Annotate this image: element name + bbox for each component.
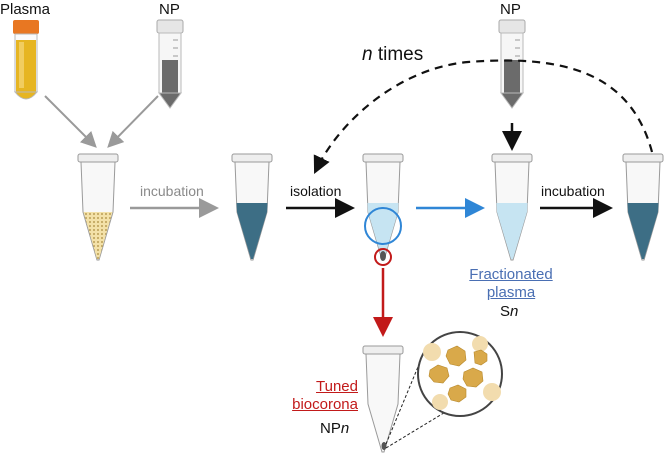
tube-incubated-2 [622,153,664,261]
zoom-line-bottom [385,407,453,449]
fractionated-plasma-label: Fractionated plasma [456,266,566,302]
sn-label: Sn [500,304,518,319]
fractionated-line-2: plasma [486,284,536,301]
n-times-label: n times [362,45,423,64]
tube-fractionated-plasma [491,153,533,261]
fractionated-line-1: Fractionated [469,266,553,283]
tuned-line-2: biocorona [292,396,358,413]
tube-incubated [231,153,273,261]
repeat-loop-arrow [313,59,654,174]
np-tube-left [156,19,184,109]
npn-label: NPn [320,421,349,436]
pellet-highlight-circle [374,248,392,266]
sn-var: n [510,303,519,320]
incubation-2-label: incubation [541,183,605,199]
times-text: times [372,44,424,65]
np-tube-right [498,19,526,109]
biocorona-zoom-circle [417,331,503,417]
isolation-label: isolation [290,183,342,199]
npn-prefix: NP [320,420,341,437]
tuned-line-1: Tuned [316,378,358,395]
np-left-label: NP [159,1,180,18]
incubation-1-label: incubation [140,183,204,199]
zoom-line-top [385,349,426,445]
sn-prefix: S [500,303,511,320]
tuned-biocorona-label: Tuned biocorona [266,378,358,414]
np-right-label: NP [500,1,521,18]
tube-centrifuged [362,153,404,261]
tube-biocorona [362,345,404,453]
plasma-label: Plasma [0,1,51,18]
arrow-plasma-to-mix [44,95,97,148]
npn-var: n [340,420,350,437]
supernatant-highlight-circle [364,207,402,245]
n-var: n [362,44,373,65]
plasma-tube [13,20,39,100]
arrow-np-to-mix [107,95,159,148]
tube-mixture [77,153,119,261]
